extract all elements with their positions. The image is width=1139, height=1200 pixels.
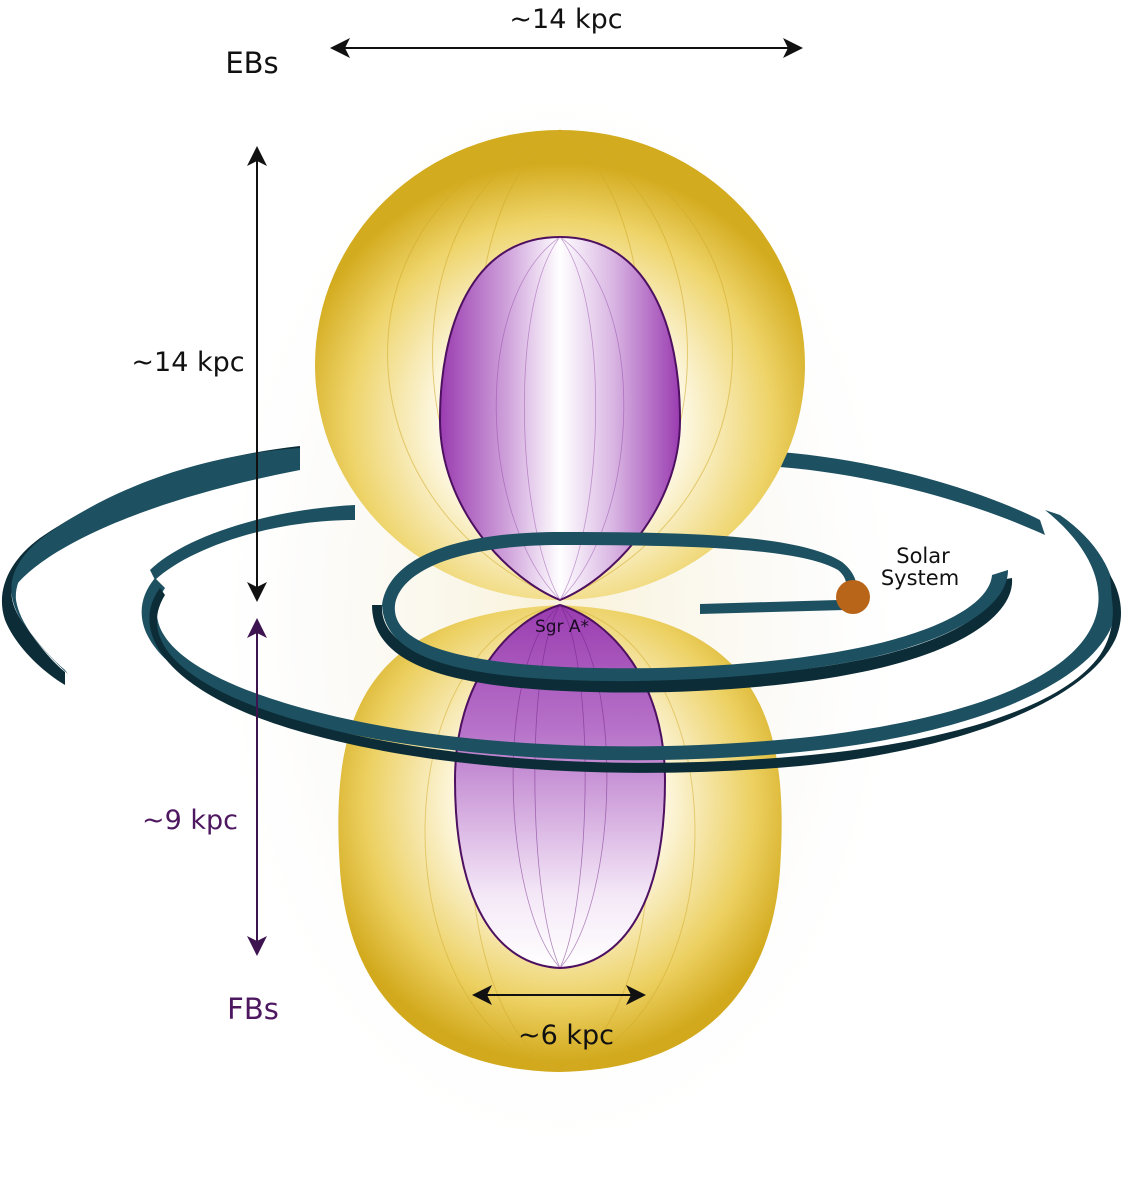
top-width-label: ~14 kpc (509, 4, 622, 35)
solar-label-line2: System (881, 566, 959, 590)
sgr-a-label: Sgr A* (535, 617, 589, 637)
spiral-arms-front (1, 446, 1122, 773)
top-width-arrow-left-head (330, 38, 350, 58)
top-width-arrow-right-head (783, 38, 803, 58)
fb-width-arrow-left-head (472, 985, 492, 1005)
fb-height-arrow-top-head (247, 618, 267, 638)
fb-height-label: ~9 kpc (142, 805, 238, 836)
fb-bottom-bubble (453, 603, 667, 970)
fb-width-arrow-right-head (626, 985, 646, 1005)
solar-label-line1: Solar (896, 544, 950, 568)
eb-height-label: ~14 kpc (131, 347, 244, 378)
eb-height-arrow-bottom-head (247, 582, 267, 602)
eb-label: EBs (225, 46, 278, 80)
fb-width-label: ~6 kpc (518, 1020, 614, 1051)
spiral-arms-back (5, 452, 1045, 598)
fb-top-bubble (438, 235, 682, 602)
eb-height-arrow-top-head (247, 146, 267, 166)
solar-system-dot (836, 580, 870, 614)
fb-label: FBs (227, 992, 279, 1026)
fb-height-arrow-bottom-head (247, 936, 267, 956)
